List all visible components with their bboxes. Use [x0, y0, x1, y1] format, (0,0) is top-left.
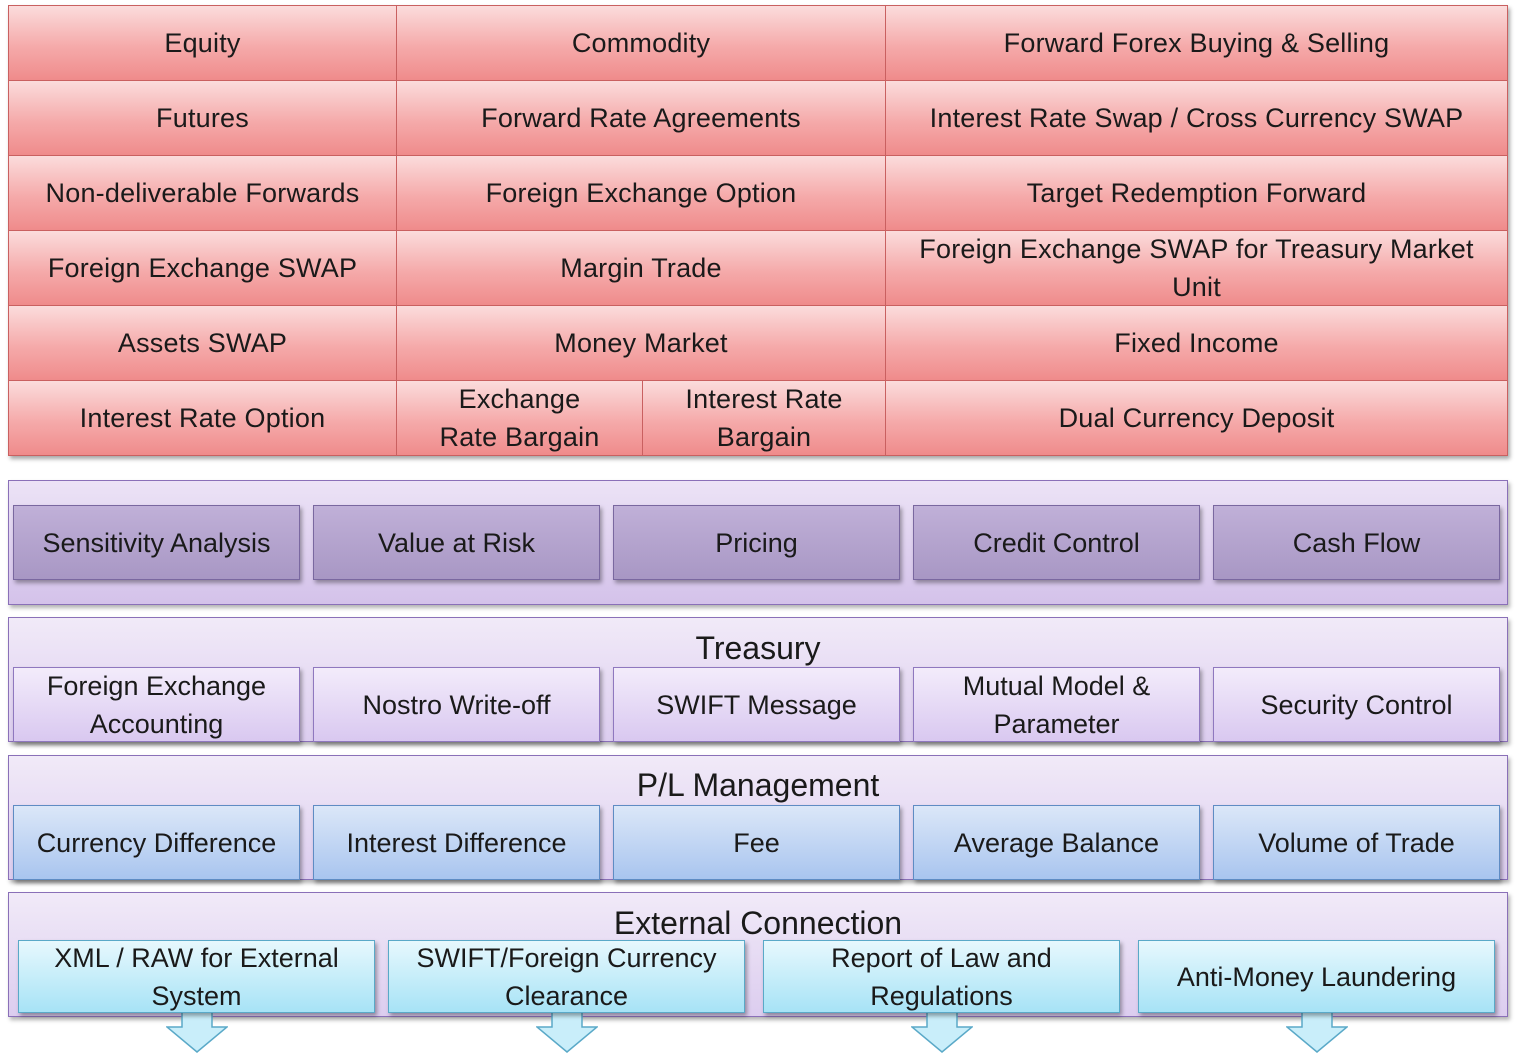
analysis-box: Cash Flow	[1213, 505, 1500, 580]
pl-box: Interest Difference	[313, 805, 600, 880]
analysis-box: Value at Risk	[313, 505, 600, 580]
product-cell: Forward Rate Agreements	[396, 80, 886, 156]
treasury-box: Foreign Exchange Accounting	[13, 667, 300, 742]
down-arrow-icon	[166, 1009, 228, 1053]
external-box: XML / RAW for External System	[18, 940, 375, 1013]
product-cell: Foreign Exchange SWAP for Treasury Marke…	[885, 230, 1508, 306]
product-cell: Foreign Exchange SWAP	[8, 230, 397, 306]
product-cell: Forward Forex Buying & Selling	[885, 5, 1508, 81]
analysis-box: Credit Control	[913, 505, 1200, 580]
down-arrow-icon	[536, 1009, 598, 1053]
product-cell: Dual Currency Deposit	[885, 380, 1508, 456]
external-box: Report of Law and Regulations	[763, 940, 1120, 1013]
pl-box: Average Balance	[913, 805, 1200, 880]
product-cell: Equity	[8, 5, 397, 81]
product-cell: Money Market	[396, 305, 886, 381]
product-cell: Non-deliverable Forwards	[8, 155, 397, 231]
treasury-box: Mutual Model & Parameter	[913, 667, 1200, 742]
pl-box: Currency Difference	[13, 805, 300, 880]
product-cell: Futures	[8, 80, 397, 156]
product-cell: Margin Trade	[396, 230, 886, 306]
product-cell: Interest Rate Bargain	[642, 380, 886, 456]
product-cell: Exchange Rate Bargain	[396, 380, 643, 456]
treasury-box: Security Control	[1213, 667, 1500, 742]
analysis-box: Sensitivity Analysis	[13, 505, 300, 580]
product-cell: Assets SWAP	[8, 305, 397, 381]
pl-box: Fee	[613, 805, 900, 880]
treasury-title: Treasury	[695, 630, 821, 666]
treasury-box: SWIFT Message	[613, 667, 900, 742]
external-box: Anti-Money Laundering	[1138, 940, 1495, 1013]
analysis-box: Pricing	[613, 505, 900, 580]
treasury-box: Nostro Write-off	[313, 667, 600, 742]
product-cell: Interest Rate Swap / Cross Currency SWAP	[885, 80, 1508, 156]
product-grid: Equity Commodity Forward Forex Buying & …	[8, 5, 1508, 456]
product-cell: Fixed Income	[885, 305, 1508, 381]
product-cell: Foreign Exchange Option	[396, 155, 886, 231]
external-box: SWIFT/Foreign Currency Clearance	[388, 940, 745, 1013]
product-cell: Target Redemption Forward	[885, 155, 1508, 231]
pl-box: Volume of Trade	[1213, 805, 1500, 880]
product-cell: Interest Rate Option	[8, 380, 397, 456]
down-arrow-icon	[911, 1009, 973, 1053]
pl-title: P/L Management	[636, 767, 880, 803]
external-title: External Connection	[613, 905, 903, 941]
product-cell: Commodity	[396, 5, 886, 81]
down-arrow-icon	[1286, 1009, 1348, 1053]
